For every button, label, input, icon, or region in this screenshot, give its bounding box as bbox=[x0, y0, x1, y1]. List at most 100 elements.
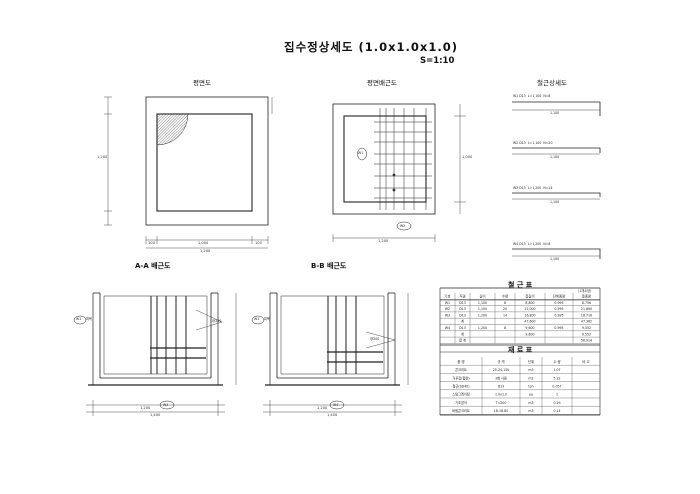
rebar-bar-w3 bbox=[512, 192, 601, 197]
table-cell: 8,800 bbox=[525, 301, 534, 305]
plan-rebar-dim-width: 1,200 bbox=[378, 239, 389, 243]
rebar-w4-dim: 1,100 bbox=[550, 257, 560, 261]
section-b-spacing: @200 bbox=[370, 337, 380, 341]
table-cell: m3 bbox=[528, 401, 533, 405]
bubble-w1-section-a bbox=[73, 315, 87, 325]
bubble-w4-section-b bbox=[329, 400, 345, 410]
table-cell: 0.995 bbox=[554, 301, 563, 305]
table-cell: 16.716 bbox=[581, 313, 592, 317]
plan-dim-mid: 1,000 bbox=[198, 241, 209, 245]
table-header-cell: 규 격 bbox=[497, 359, 504, 364]
drawing-title: 집수정상세도 (1.0x1.0x1.0) bbox=[284, 40, 458, 54]
bubble-w1-section-b bbox=[251, 315, 265, 325]
plan-dim-right: 100 bbox=[255, 241, 262, 245]
table-cell: W4 bbox=[445, 326, 450, 330]
table-cell: D13 bbox=[498, 385, 505, 389]
table-cell: 8.756 bbox=[582, 301, 591, 305]
table-header-cell: 수량 bbox=[502, 294, 508, 299]
bubble-w3-section-a-label: W3 bbox=[163, 403, 169, 407]
table-header-cell: 단위중량 bbox=[553, 294, 565, 299]
table-cell: 5.22 bbox=[553, 376, 560, 380]
bubble-w2-plan bbox=[396, 221, 412, 231]
section-b-title: B-B 배근도 bbox=[311, 262, 347, 270]
table-cell: 0.057 bbox=[552, 385, 561, 389]
table-cell: 1,100 bbox=[478, 307, 487, 311]
table-cell: 철근(SD40) bbox=[453, 384, 470, 389]
rebar-w1-label: W1 D13 L=1,100 N=8 bbox=[513, 94, 551, 98]
bubble-w3-section-a bbox=[159, 400, 175, 410]
section-a-spacing: @200 bbox=[212, 319, 222, 323]
plan-rebar-dim-inner: 1,000 bbox=[462, 155, 473, 159]
table-header-cell: 직경 bbox=[459, 294, 465, 299]
drawing-scale: S=1:10 bbox=[420, 56, 455, 66]
table-header-cell: 수 량 bbox=[553, 359, 560, 364]
table-cell: 거푸집(합판) bbox=[452, 375, 469, 380]
rebar-bar-w1 bbox=[512, 101, 601, 116]
section-b-dim-width: 1,400 bbox=[327, 413, 338, 417]
plan-inner-wall bbox=[156, 113, 253, 212]
table-cell: 버림콘크리트 bbox=[452, 408, 470, 413]
table-header-cell: 기호 bbox=[444, 294, 450, 299]
section-a-title: A-A 배근도 bbox=[135, 262, 171, 270]
table-cell: D13 bbox=[459, 301, 466, 305]
tables-frame bbox=[439, 287, 601, 416]
table-header-cell: 비 고 bbox=[582, 359, 589, 364]
rebar-w1-dim: 1,100 bbox=[550, 111, 560, 115]
table-cell: 56.914 bbox=[581, 339, 592, 343]
rebar-detail-view bbox=[512, 101, 601, 259]
material-table-title: 재 료 표 bbox=[508, 346, 533, 354]
table-cell: m2 bbox=[528, 376, 533, 380]
table-cell: 0.14 bbox=[553, 409, 560, 413]
table-cell: 47.362 bbox=[581, 320, 592, 324]
table-cell: D13 bbox=[459, 313, 466, 317]
table-cell: 22,000 bbox=[524, 307, 535, 311]
table-cell: 1.0x1.0 bbox=[495, 393, 507, 397]
section-a-view bbox=[73, 292, 237, 416]
rebar-w4-label: W4 D13 L=1,200 N=8 bbox=[513, 242, 551, 246]
section-b-view bbox=[251, 292, 409, 416]
table-cell: 3회 사용 bbox=[495, 375, 507, 380]
table-cell: 0.995 bbox=[554, 326, 563, 330]
table-cell: ton bbox=[528, 385, 533, 389]
table-header-cell: 품 명 bbox=[457, 359, 464, 364]
bubble-w1-plan bbox=[357, 147, 367, 161]
table-cell: 18-18-80 bbox=[494, 409, 508, 413]
table-cell: 1 bbox=[556, 393, 558, 397]
plan-rebar-inner bbox=[343, 115, 427, 203]
section-a-dim-inner: 1,200 bbox=[140, 406, 151, 410]
table-cell: 16,800 bbox=[524, 313, 535, 317]
rebar-table-unit: (1개소당) bbox=[578, 289, 592, 293]
table-cell: T=200 bbox=[495, 401, 507, 405]
bubble-w2-plan-label: W2 bbox=[400, 224, 406, 228]
table-cell: 계 bbox=[461, 331, 464, 336]
table-cell: 1,200 bbox=[478, 313, 487, 317]
bubble-w4-section-b-label: W4 bbox=[333, 403, 339, 407]
table-header-cell: 길이 bbox=[479, 294, 485, 299]
rebar-detail-title: 철근상세도 bbox=[537, 79, 567, 87]
bubble-w1-section-b-label: W1 bbox=[254, 317, 260, 321]
table-header-cell: 총중량 bbox=[582, 294, 591, 299]
table-cell: D13 bbox=[459, 326, 466, 330]
plan-view bbox=[104, 96, 273, 249]
plan-hatch-area bbox=[156, 113, 189, 146]
table-cell: 1.07 bbox=[553, 368, 560, 372]
table-cell: 콘크리트 bbox=[455, 367, 467, 372]
table-cell: 9,600 bbox=[525, 326, 534, 330]
table-cell: m3 bbox=[528, 409, 533, 413]
table-cell: 스틸그레이팅 bbox=[452, 392, 470, 397]
plan-dim-height: 1,200 bbox=[97, 155, 108, 159]
rebar-w3-dim: 1,100 bbox=[550, 200, 560, 204]
table-cell: 0.29 bbox=[553, 401, 560, 405]
plan-outer-wall bbox=[145, 96, 269, 226]
plan-rebar-view bbox=[332, 103, 466, 242]
table-cell: W2 bbox=[445, 307, 450, 311]
table-cell: m3 bbox=[528, 368, 533, 372]
plan-dim-left: 100 bbox=[148, 241, 155, 245]
table-cell: 9.552 bbox=[582, 332, 591, 336]
table-cell: 1,100 bbox=[478, 301, 487, 305]
section-a-cover: 피복 bbox=[86, 317, 92, 321]
rebar-table-title: 철 근 표 bbox=[508, 281, 533, 289]
table-header-cell: 총길이 bbox=[525, 294, 534, 299]
table-cell: W3 bbox=[445, 313, 450, 317]
